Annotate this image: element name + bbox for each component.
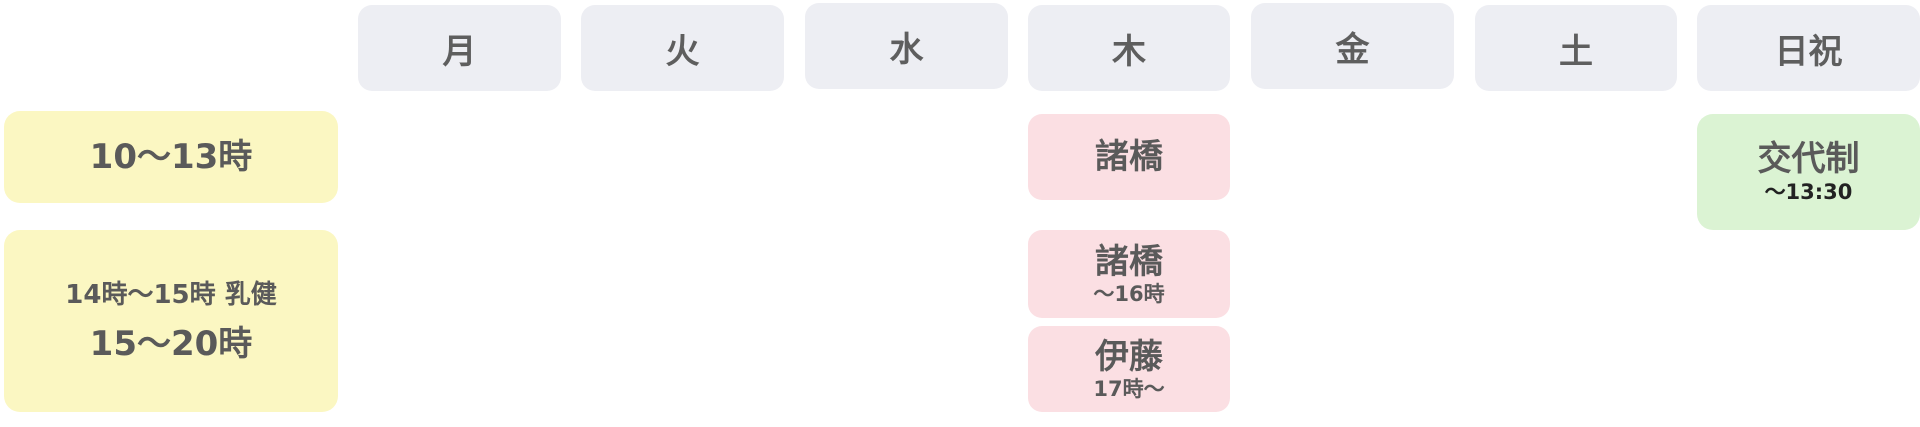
sunday-holiday-rotation-note: 〜13:30 bbox=[1764, 180, 1853, 204]
time-slot-afternoon: 14時〜15時 乳健 15〜20時 bbox=[4, 230, 338, 412]
thursday-afternoon-doctor-2-note: 17時〜 bbox=[1093, 377, 1165, 401]
header-tuesday-label: 火 bbox=[665, 31, 700, 72]
time-slot-morning: 10〜13時 bbox=[4, 111, 338, 203]
header-wednesday: 水 bbox=[805, 3, 1008, 89]
time-slot-afternoon-line1: 14時〜15時 乳健 bbox=[65, 280, 277, 310]
thursday-afternoon-doctor-2: 伊藤 17時〜 bbox=[1028, 326, 1230, 412]
header-sunday-holiday-label: 日祝 bbox=[1774, 31, 1843, 72]
header-thursday: 木 bbox=[1028, 5, 1230, 91]
header-monday: 月 bbox=[358, 5, 561, 91]
header-saturday: 土 bbox=[1475, 5, 1677, 91]
thursday-afternoon-doctor-2-name: 伊藤 bbox=[1095, 337, 1163, 377]
header-monday-label: 月 bbox=[442, 31, 477, 72]
thursday-afternoon-doctor-1-name: 諸橋 bbox=[1095, 242, 1163, 282]
header-friday-label: 金 bbox=[1335, 29, 1370, 70]
thursday-afternoon-doctor-1-note: 〜16時 bbox=[1093, 282, 1165, 306]
time-slot-morning-label: 10〜13時 bbox=[89, 137, 253, 177]
thursday-afternoon-doctor-1: 諸橋 〜16時 bbox=[1028, 230, 1230, 318]
sunday-holiday-rotation-label: 交代制 bbox=[1757, 139, 1860, 179]
time-slot-afternoon-line2: 15〜20時 bbox=[89, 324, 253, 364]
header-wednesday-label: 水 bbox=[889, 29, 924, 70]
sunday-holiday-rotation: 交代制 〜13:30 bbox=[1697, 114, 1920, 230]
header-thursday-label: 木 bbox=[1112, 31, 1146, 72]
header-friday: 金 bbox=[1251, 3, 1454, 89]
header-sunday-holiday: 日祝 bbox=[1697, 5, 1920, 91]
thursday-morning-doctor: 諸橋 bbox=[1028, 114, 1230, 200]
thursday-morning-doctor-name: 諸橋 bbox=[1095, 137, 1163, 177]
header-tuesday: 火 bbox=[581, 5, 784, 91]
header-saturday-label: 土 bbox=[1559, 31, 1593, 72]
